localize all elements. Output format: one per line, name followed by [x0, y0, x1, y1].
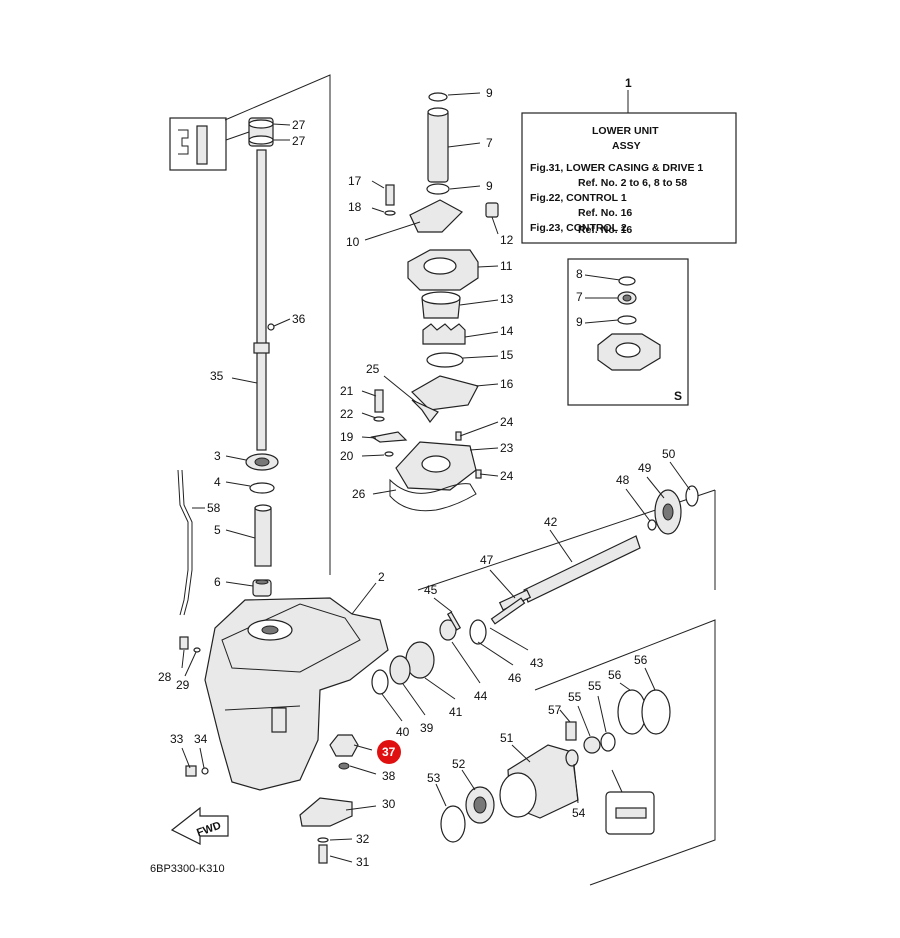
- highlight-marker-37[interactable]: [377, 740, 401, 764]
- info-box-line-6: Ref. No. 16: [578, 224, 632, 236]
- inset-callout-7: 7: [576, 290, 583, 304]
- callout-23: 23: [500, 441, 514, 455]
- callout-6: 6: [214, 575, 221, 589]
- callout-57: 57: [548, 703, 562, 717]
- callout-37[interactable]: 37: [382, 745, 396, 759]
- callout-49: 49: [638, 461, 652, 475]
- callout-35: 35: [210, 369, 224, 383]
- callout-29: 29: [176, 678, 190, 692]
- leader-lines: [181, 92, 691, 863]
- callout-32: 32: [356, 832, 370, 846]
- callout-9: 9: [486, 86, 493, 100]
- callout-43: 43: [530, 656, 544, 670]
- callout-53: 53: [427, 771, 441, 785]
- callout-13: 13: [500, 292, 514, 306]
- callout-47: 47: [480, 553, 494, 567]
- callout-55: 55: [568, 690, 582, 704]
- callout-10: 10: [346, 235, 360, 249]
- callout-44: 44: [474, 689, 488, 703]
- callout-42: 42: [544, 515, 558, 529]
- lower-casing: [179, 597, 389, 864]
- drive-shaft-assembly: [169, 117, 279, 616]
- fwd-arrow: FWD: [170, 806, 229, 845]
- callout-7: 7: [486, 136, 493, 150]
- callout-9: 9: [486, 179, 493, 193]
- callout-24: 24: [500, 415, 514, 429]
- callout-46: 46: [508, 671, 522, 685]
- callout-12: 12: [500, 233, 514, 247]
- info-box-line-1: Fig.31, LOWER CASING & DRIVE 1: [530, 162, 703, 174]
- callout-48: 48: [616, 473, 630, 487]
- callout-41: 41: [449, 705, 463, 719]
- info-box-title: LOWER UNIT: [592, 125, 659, 137]
- callout-5: 5: [214, 523, 221, 537]
- callout-15: 15: [500, 348, 514, 362]
- callout-33: 33: [170, 732, 184, 746]
- callout-21: 21: [340, 384, 354, 398]
- info-box-line-3: Fig.22, CONTROL 1: [530, 192, 627, 204]
- info-box-subtitle: ASSY: [612, 140, 641, 152]
- info-box-line-5: Fig.23, CONTROL 2: [530, 222, 627, 234]
- callout-22: 22: [340, 407, 354, 421]
- callout-50: 50: [662, 447, 676, 461]
- inset-callout-9: 9: [576, 315, 583, 329]
- callout-25: 25: [366, 362, 380, 376]
- callout-27: 27: [292, 118, 306, 132]
- callout-4: 4: [214, 475, 221, 489]
- callout-17: 17: [348, 174, 362, 188]
- callout-11: 11: [500, 259, 513, 273]
- inset-box: S 8 7 9: [567, 258, 689, 406]
- info-box-ref: 1: [625, 76, 632, 90]
- callout-55: 55: [588, 679, 602, 693]
- callout-16: 16: [500, 377, 514, 391]
- callout-26: 26: [352, 487, 366, 501]
- callout-39: 39: [420, 721, 434, 735]
- callout-18: 18: [348, 200, 362, 214]
- callout-27: 27: [292, 134, 306, 148]
- callout-38: 38: [382, 769, 396, 783]
- diagram-code: 6BP3300-K310: [150, 863, 225, 875]
- inset-callout-8: 8: [576, 267, 583, 281]
- callout-28: 28: [158, 670, 172, 684]
- callout-56: 56: [634, 653, 648, 667]
- callout-19: 19: [340, 430, 354, 444]
- callout-52: 52: [452, 757, 466, 771]
- callout-14: 14: [500, 324, 514, 338]
- callout-45: 45: [424, 583, 438, 597]
- gear-assembly: [371, 485, 699, 695]
- callout-40: 40: [396, 725, 410, 739]
- callout-54: 54: [572, 806, 586, 820]
- info-box-line-2: Ref. No. 2 to 6, 8 to 58: [578, 177, 687, 189]
- callout-36: 36: [292, 312, 306, 326]
- callout-34: 34: [194, 732, 208, 746]
- water-pump-assembly: [370, 92, 499, 512]
- callout-labels: 9 7 9 17 18 10 12 11 13 14 15 16 25 21 2…: [158, 86, 676, 869]
- callout-51: 51: [500, 731, 514, 745]
- callout-30: 30: [382, 797, 396, 811]
- callout-31: 31: [356, 855, 370, 869]
- callout-56: 56: [608, 668, 622, 682]
- callout-24: 24: [500, 469, 514, 483]
- callout-58: 58: [207, 501, 221, 515]
- callout-20: 20: [340, 449, 354, 463]
- inset-box-tag: S: [674, 389, 682, 403]
- info-box: 1 LOWER UNIT ASSY Fig.31, LOWER CASING &…: [521, 76, 737, 244]
- callout-2: 2: [378, 570, 385, 584]
- callout-3: 3: [214, 449, 221, 463]
- info-box-line-4: Ref. No. 16: [578, 207, 632, 219]
